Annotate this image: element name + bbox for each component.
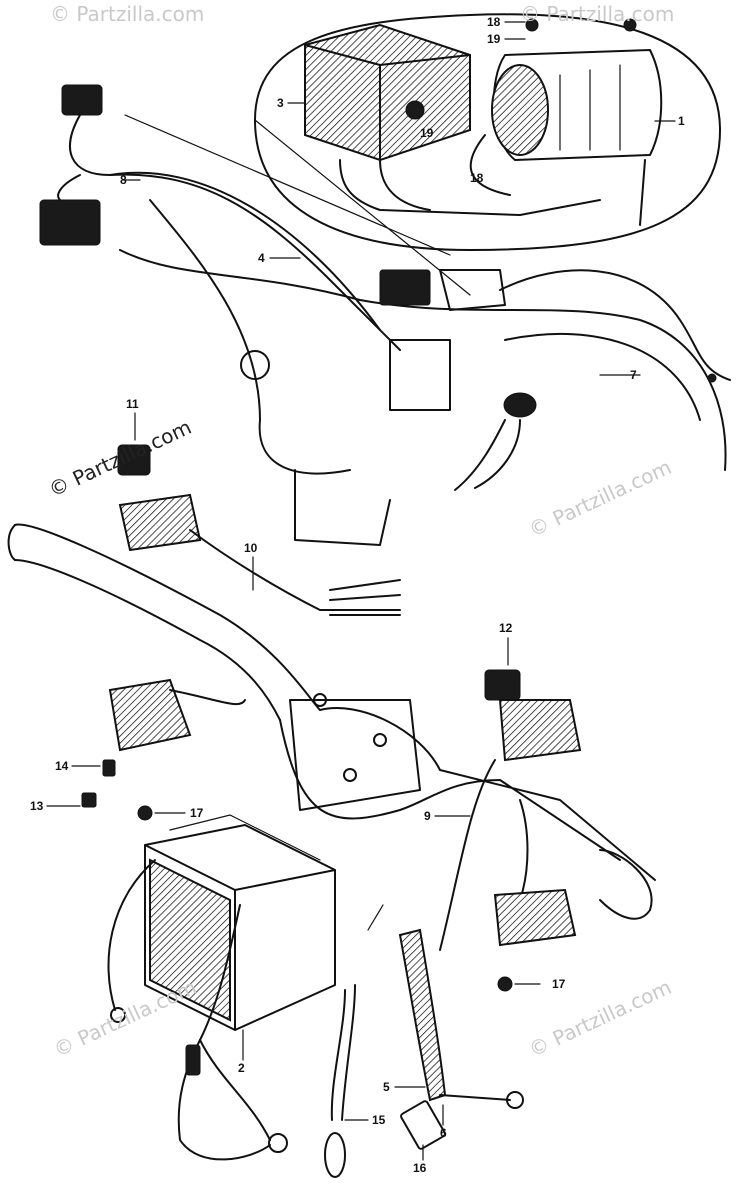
- callout-15: 15: [372, 1113, 386, 1127]
- callout-5: 5: [383, 1080, 390, 1094]
- callout-6: 6: [440, 1126, 447, 1140]
- callout-1: 1: [678, 114, 685, 128]
- callout-4: 4: [258, 251, 265, 265]
- ignition-switch: [454, 392, 537, 491]
- watermark: © Partzilla.com: [50, 2, 205, 26]
- callout-9: 9: [424, 809, 431, 823]
- regulator-box: [304, 23, 601, 216]
- callout-18: 18: [470, 171, 484, 185]
- callout-3: 3: [277, 96, 284, 110]
- callout-19: 19: [487, 32, 501, 46]
- detail-inset: [124, 13, 721, 296]
- handlebar: [7, 523, 656, 920]
- callout-18: 18: [487, 15, 501, 29]
- wire-7: [499, 269, 731, 383]
- ground-strap: [367, 904, 524, 1150]
- callout-13: 13: [30, 799, 44, 813]
- callout-11: 11: [126, 397, 139, 411]
- callout-12: 12: [499, 621, 513, 635]
- wire-harness: [39, 84, 401, 351]
- right-switch: [439, 669, 582, 951]
- callout-2: 2: [238, 1061, 245, 1075]
- left-switch: [117, 444, 401, 616]
- callout-7: 7: [630, 368, 637, 382]
- callout-19: 19: [420, 126, 434, 140]
- battery: [107, 814, 336, 1161]
- callout-8: 8: [120, 173, 127, 187]
- callout-17: 17: [552, 977, 566, 991]
- watermark: © Partzilla.com: [520, 2, 675, 26]
- fasteners: [81, 759, 513, 992]
- fuse-holder: [324, 984, 356, 1178]
- callout-14: 14: [55, 759, 69, 773]
- left-lower-housing: [108, 678, 246, 752]
- callout-10: 10: [244, 541, 258, 555]
- front-shell: [119, 199, 727, 546]
- leader-lines: [46, 21, 676, 1161]
- ignition-coil: [469, 18, 663, 226]
- callout-16: 16: [413, 1161, 427, 1175]
- callout-17: 17: [190, 806, 204, 820]
